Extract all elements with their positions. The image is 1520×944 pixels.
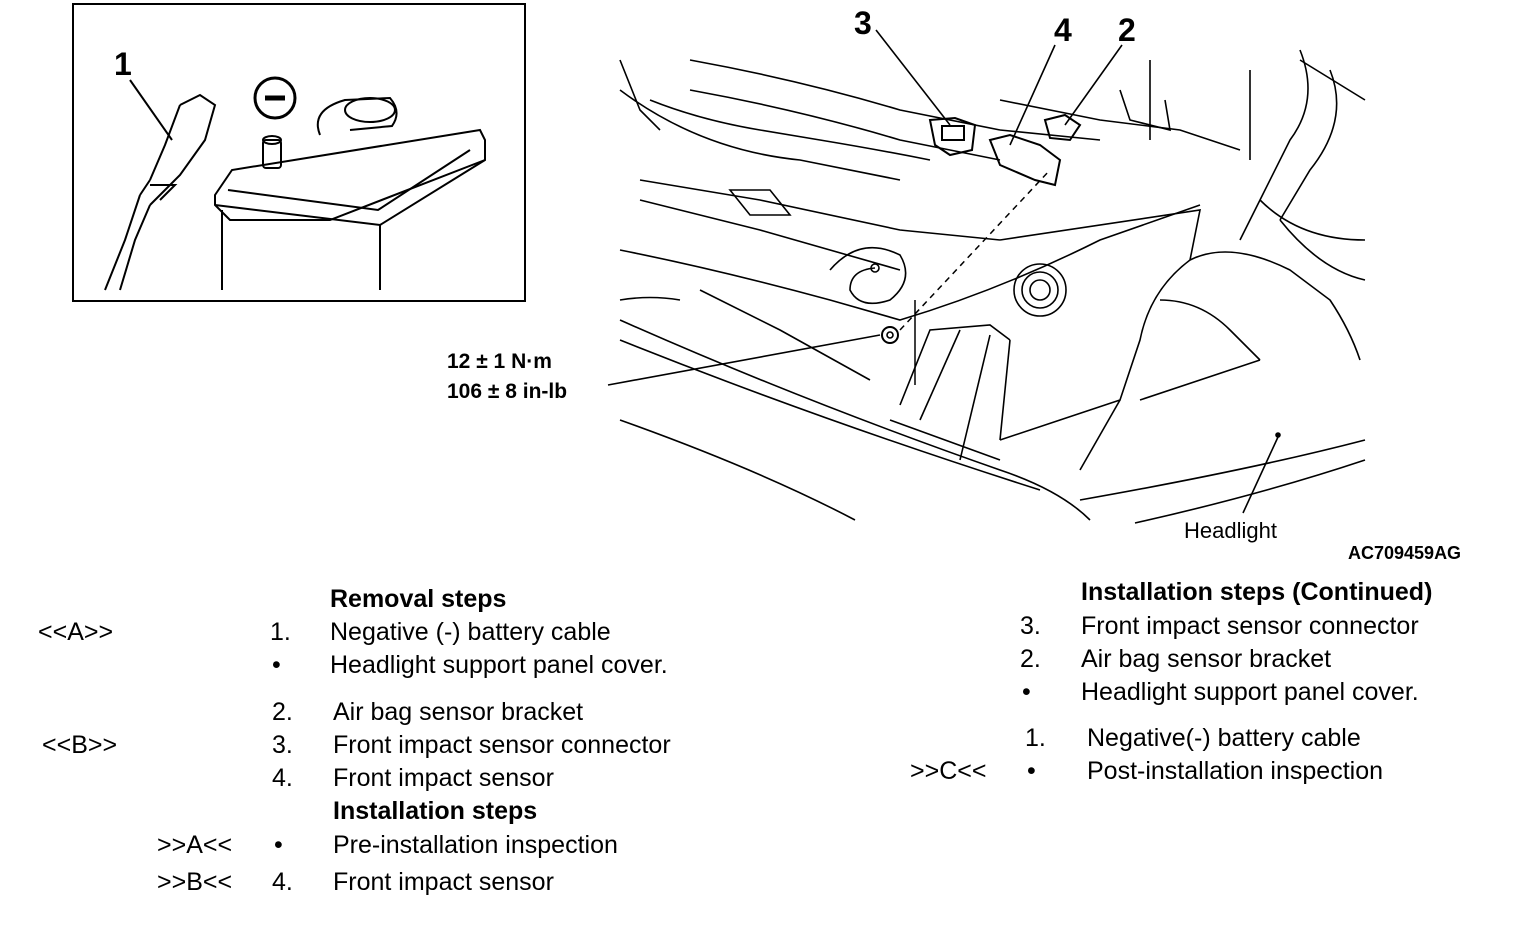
torque-inlb-label: 106 ± 8 in-lb bbox=[447, 380, 568, 403]
removal-step-text: Front impact sensor bbox=[333, 764, 554, 792]
removal-mark-b: <<B>> bbox=[42, 731, 118, 759]
installation-cont-step-text: Negative(-) battery cable bbox=[1087, 724, 1361, 752]
removal-num: 4. bbox=[272, 764, 293, 792]
battery-inset-frame bbox=[72, 3, 526, 302]
installation-heading: Installation steps bbox=[333, 797, 538, 825]
installation-cont-step-text: Front impact sensor connector bbox=[1081, 612, 1419, 640]
torque-nm-label: 12 ± 1 N·m bbox=[447, 350, 552, 373]
removal-num: 1. bbox=[270, 618, 291, 646]
installation-cont-heading: Installation steps (Continued) bbox=[1081, 578, 1433, 606]
headlight-label: Headlight bbox=[1184, 518, 1277, 543]
leader-lines bbox=[607, 29, 1281, 514]
installation-step-text: Front impact sensor bbox=[333, 868, 554, 896]
removal-step-text: Negative (-) battery cable bbox=[330, 618, 611, 646]
engine-bay-illustration bbox=[619, 49, 1366, 524]
removal-step-text: Front impact sensor connector bbox=[333, 731, 671, 759]
installation-cont-mark-c: >>C<< bbox=[910, 757, 987, 785]
removal-num: 3. bbox=[272, 731, 293, 759]
callout-3: 3 bbox=[854, 5, 872, 41]
installation-cont-bullet: • bbox=[1022, 678, 1031, 706]
installation-cont-step-text: Headlight support panel cover. bbox=[1081, 678, 1419, 706]
removal-num: 2. bbox=[272, 698, 293, 726]
installation-num: 4. bbox=[272, 868, 293, 896]
callout-2: 2 bbox=[1118, 12, 1136, 48]
removal-bullet: • bbox=[272, 651, 281, 679]
installation-cont-step-text: Post-installation inspection bbox=[1087, 757, 1383, 785]
callout-1: 1 bbox=[114, 46, 132, 82]
installation-cont-num: 1. bbox=[1025, 724, 1046, 752]
installation-cont-step-text: Air bag sensor bracket bbox=[1081, 645, 1332, 673]
figure-code: AC709459AG bbox=[1348, 543, 1462, 563]
installation-mark-b: >>B<< bbox=[157, 868, 233, 896]
removal-step-text: Headlight support panel cover. bbox=[330, 651, 668, 679]
removal-heading: Removal steps bbox=[330, 585, 507, 613]
callout-4: 4 bbox=[1054, 12, 1072, 48]
battery-illustration bbox=[104, 76, 486, 291]
installation-bullet: • bbox=[274, 831, 283, 859]
installation-cont-num: 3. bbox=[1020, 612, 1041, 640]
removal-step-text: Air bag sensor bracket bbox=[333, 698, 584, 726]
installation-step-text: Pre-installation inspection bbox=[333, 831, 618, 859]
negative-symbol-icon bbox=[253, 76, 297, 120]
installation-cont-num: 2. bbox=[1020, 645, 1041, 673]
removal-mark-a: <<A>> bbox=[38, 618, 114, 646]
installation-cont-bullet: • bbox=[1027, 757, 1036, 785]
installation-mark-a: >>A<< bbox=[157, 831, 233, 859]
